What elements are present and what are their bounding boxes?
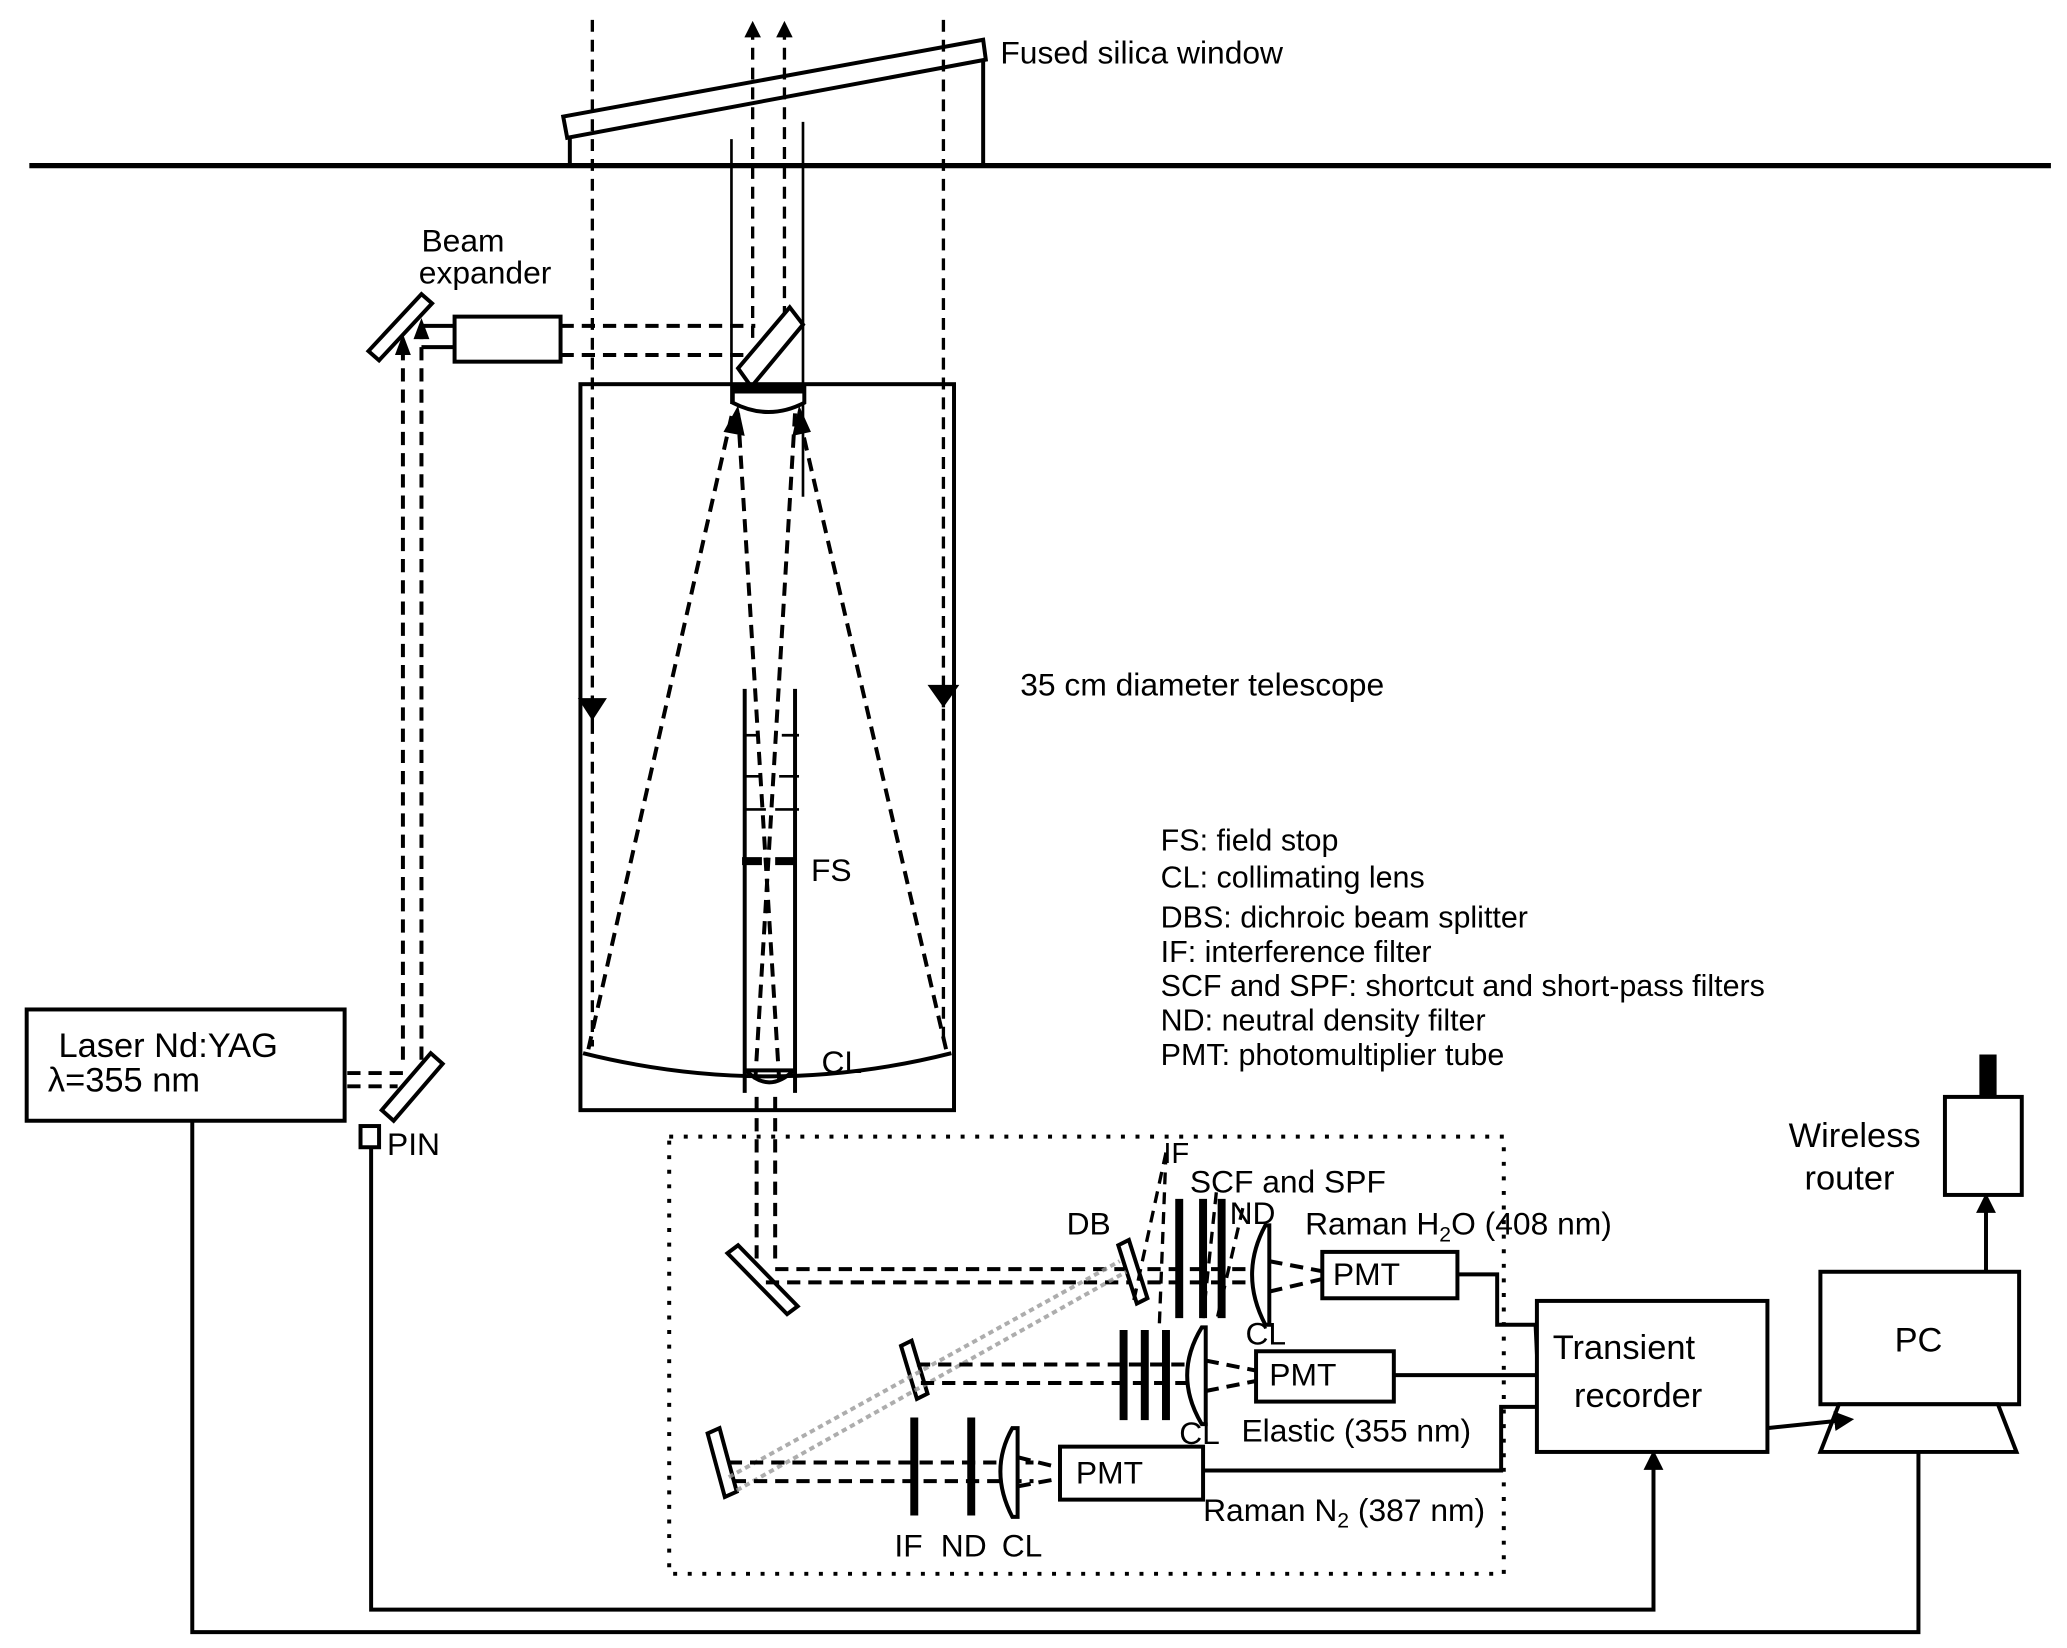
wire-n2 [1203,1404,1537,1473]
dichroic-beam-splitter-3 [705,1425,740,1500]
beam-expander-label-1: Beam [421,223,504,259]
laser-label-1: Laser Nd:YAG [58,1027,277,1065]
h2o-filters [1175,1198,1226,1319]
pmt-elastic-label: PMT [1269,1357,1336,1393]
wire-h2o [1457,1272,1537,1327]
pin-label: PIN [387,1126,440,1162]
if-top-label: IF [1163,1138,1189,1170]
bottom-nd-label: ND [941,1528,987,1564]
pin-diode [358,1124,382,1150]
transient-recorder-box [1534,1298,1770,1454]
elastic-channel-label: Elastic (355 nm) [1241,1412,1471,1448]
laser-arrow-1 [394,333,411,356]
cl-h2o-label: CL [1245,1316,1286,1352]
legend-item: SCF and SPF: shortcut and short-pass fil… [1161,969,1765,1003]
recorder-label-1: Transient [1553,1329,1696,1367]
dichroic-beam-splitter-1 [1115,1237,1150,1307]
telescope-label: 35 cm diameter telescope [1020,666,1384,702]
diagonal-beam-1 [727,1259,1121,1479]
laser-mirror [378,1050,446,1124]
legend-item: CL: collimating lens [1161,861,1425,895]
pmt-n2 [1058,1444,1206,1502]
laser-label-2: λ=355 nm [48,1062,200,1100]
detection-unit-box [667,1134,1506,1576]
wireless-router-box [1942,1094,2024,1197]
legend-item: ND: neutral density filter [1161,1004,1486,1038]
fused-silica-window [560,37,989,166]
pmt-n2-label: PMT [1076,1455,1143,1491]
detection-fold-mirror [724,1242,801,1317]
elastic-collimating-lens [1185,1325,1208,1427]
pin-trigger-wire [369,1147,1664,1612]
elastic-focus-2 [1205,1378,1260,1393]
h2o-channel-label: Raman H2O (408 nm) [1305,1206,1612,1247]
return-arrow-right [927,684,960,708]
n2-collimating-lens [998,1426,1020,1519]
scf-spf-label: SCF and SPF [1190,1163,1386,1199]
pc-label: PC [1895,1321,1943,1359]
pmt-h2o [1320,1249,1460,1301]
legend-item: IF: interference filter [1161,935,1432,969]
recorder-to-pc [1767,1411,1855,1432]
pc-keyboard-stand [1817,1402,2020,1454]
router-label-2: router [1805,1160,1895,1198]
cone-right-outer [795,410,949,1050]
bottom-cl-label: CL [1002,1528,1043,1564]
legend: FS: field stop CL: collimating lens DBS:… [1161,823,1765,1072]
return-arrow-left [577,698,607,721]
cone-inner-1 [736,413,782,1080]
nd-top-label: ND [1230,1195,1276,1231]
router-antenna [1979,1054,1997,1097]
h2o-label-suffix: O (408 nm) [1451,1206,1612,1242]
h2o-label-prefix: Raman H [1305,1206,1439,1242]
n2-channel-label: Raman N2 (387 nm) [1203,1492,1485,1533]
telescope-tube [578,382,957,1113]
n2-focus-1 [1017,1455,1061,1470]
n2-label-prefix: Raman N [1203,1492,1337,1528]
laser-box [24,1007,347,1123]
legend-item: FS: field stop [1161,823,1339,857]
if-pointer-1 [1131,1152,1168,1306]
pmt-h2o-label: PMT [1333,1256,1400,1292]
steering-mirror-top-left [365,291,435,364]
cone-arrow-right [792,405,811,436]
n2-label-suffix: (387 nm) [1349,1492,1485,1528]
h2o-label-sub: 2 [1439,1223,1451,1246]
telescope-collimating-lens [744,1068,796,1085]
bottom-if-label: IF [894,1528,922,1564]
h2o-focus-2 [1268,1276,1326,1294]
primary-mirror [582,1051,952,1079]
dichroic-beam-splitter-2 [898,1337,930,1402]
beam-expander-label-2: expander [419,254,552,290]
laser-sync-wire [190,1120,1921,1635]
elastic-filters [1119,1330,1170,1421]
steering-mirror-top-right [735,304,806,391]
h2o-collimating-lens [1250,1223,1272,1327]
beam-expander [452,314,563,364]
cl-telescope-label: CL [822,1044,863,1080]
n2-focus-2 [1017,1476,1061,1489]
laser-arrow-2 [413,317,430,340]
elastic-focus-1 [1205,1358,1260,1374]
db-label: DB [1067,1206,1111,1242]
scf-pointer [1201,1192,1218,1319]
n2-label-sub: 2 [1337,1509,1349,1532]
n2-filters [910,1417,976,1516]
recorder-label-2: recorder [1574,1377,1702,1415]
legend-item: DBS: dichroic beam splitter [1161,900,1528,934]
baffle-stops [744,733,800,811]
h2o-focus-1 [1268,1259,1326,1274]
router-label-1: Wireless [1789,1117,1921,1155]
cone-inner-2 [753,413,798,1080]
if-pointer-2 [1157,1152,1168,1325]
window-label: Fused silica window [1000,35,1284,71]
cone-left-outer [586,410,735,1050]
fs-label: FS [811,852,852,888]
legend-item: PMT: photomultiplier tube [1161,1038,1505,1072]
cone-arrow-left [723,405,745,436]
